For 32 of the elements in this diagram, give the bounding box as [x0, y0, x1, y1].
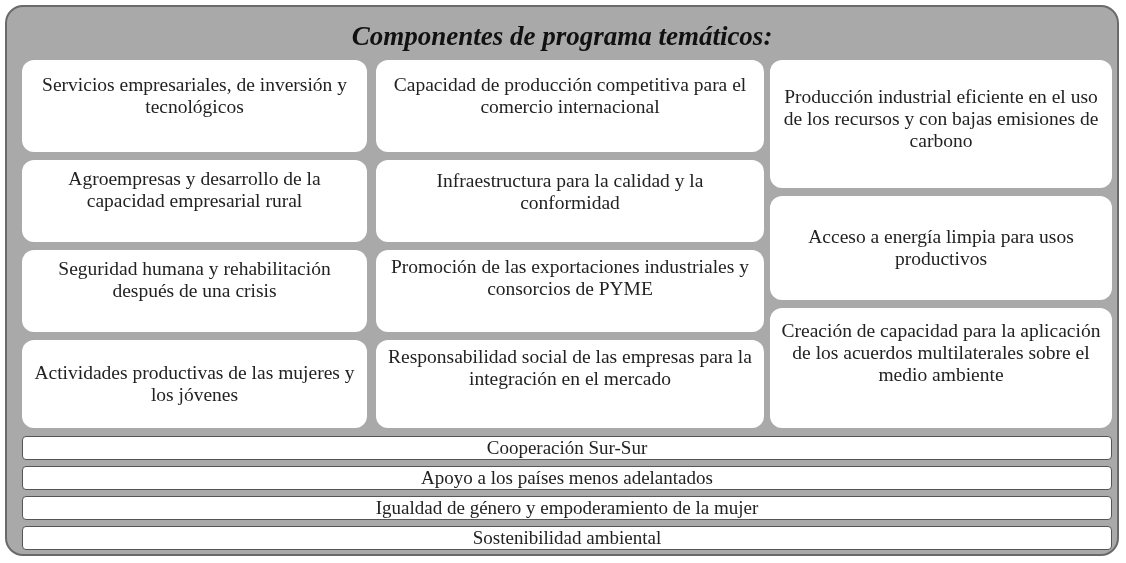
- theme-band: [22, 496, 1112, 520]
- group-panel: [5, 5, 1119, 556]
- theme-band: [22, 466, 1112, 490]
- component-label: Actividades productivas de las mujeres y los jóvenes: [33, 362, 356, 406]
- component-box: [22, 250, 367, 332]
- component-label: Cooperación Sur-Sur: [486, 437, 648, 459]
- component-label: Promoción de las exportaciones industriales y consorcios de PYME: [390, 256, 750, 300]
- component-box: [770, 196, 1112, 300]
- theme-band: [22, 526, 1112, 550]
- component-box: [376, 340, 764, 428]
- component-label: Apoyo a los países menos adelantados: [421, 467, 713, 489]
- panel-title: Componentes de programa temáticos:: [350, 21, 774, 52]
- component-box: [770, 60, 1112, 188]
- component-box: [22, 340, 367, 428]
- component-label: Seguridad humana y rehabilitación después de una crisis: [57, 258, 332, 302]
- component-label: Capacidad de producción competitiva para el comercio internacional: [392, 74, 748, 118]
- component-box: [22, 160, 367, 242]
- component-box: [770, 308, 1112, 428]
- component-box: [376, 250, 764, 332]
- component-label: Responsabilidad social de las empresas para la integración en el mercado: [387, 346, 753, 390]
- component-box: [22, 60, 367, 152]
- component-label: Igualdad de género y empoderamiento de la mujer: [375, 497, 759, 519]
- theme-band: [22, 436, 1112, 460]
- component-box: [376, 60, 764, 152]
- component-label: Sostenibilidad ambiental: [472, 527, 662, 549]
- component-label: Creación de capacidad para la aplicación de los acuerdos multilaterales sobre el medio ambiente: [780, 320, 1102, 386]
- component-label: Agroempresas y desarrollo de la capacidad empresarial rural: [67, 168, 322, 212]
- component-label: Acceso a energía limpia para usos productivos: [807, 226, 1075, 270]
- component-label: Servicios empresariales, de inversión y tecnológicos: [41, 74, 348, 118]
- component-box: [376, 160, 764, 242]
- component-label: Producción industrial eficiente en el uso de los recursos y con bajas emisiones de carbono: [782, 86, 1100, 152]
- component-label: Infraestructura para la calidad y la conformidad: [435, 170, 705, 214]
